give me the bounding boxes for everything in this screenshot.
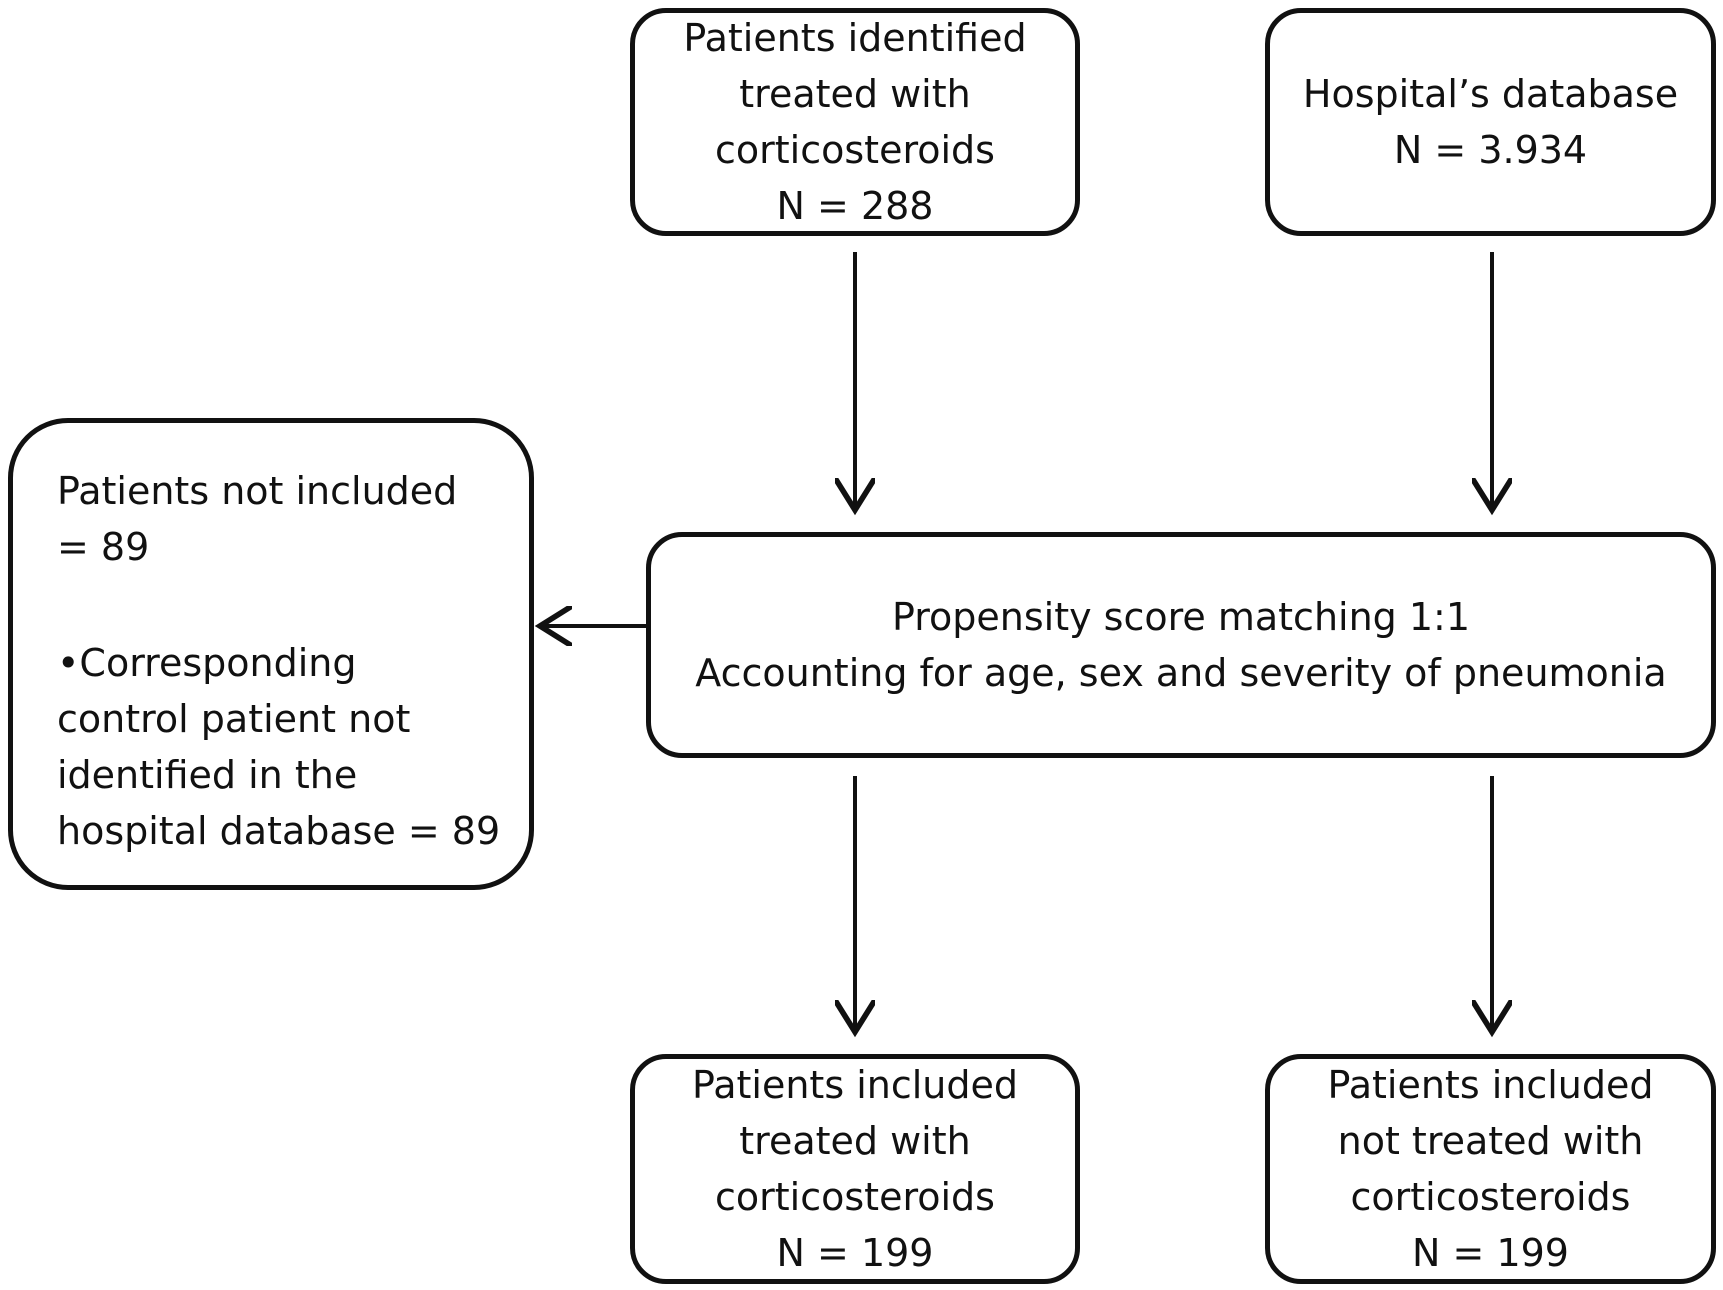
box-text-line: treated with	[739, 1119, 971, 1163]
box-text-line: corticosteroids	[715, 1175, 995, 1219]
box-count: N = 199	[1412, 1231, 1569, 1275]
box-text-line: •Corresponding	[57, 641, 357, 685]
box-text-line: Accounting for age, sex and severity of …	[695, 651, 1667, 695]
box-text-line: Propensity score matching 1:1	[891, 595, 1471, 639]
box-patients-not-included: Patients not included = 89 •Correspondin…	[8, 418, 534, 890]
box-count: = 89	[57, 525, 150, 569]
box-propensity-score-matching: Propensity score matching 1:1 Accounting…	[646, 532, 1716, 758]
box-text-line: identified in the	[57, 753, 358, 797]
box-count: N = 288	[776, 184, 934, 228]
box-count: N = 3.934	[1393, 128, 1588, 172]
box-text-line: hospital database = 89	[57, 809, 501, 853]
box-text-line: Hospital’s database	[1302, 72, 1679, 116]
box-patients-included-treated: Patients included treated with corticost…	[630, 1054, 1080, 1284]
box-text-line: Patients identified	[683, 16, 1027, 60]
box-text-line: corticosteroids	[1350, 1175, 1631, 1219]
box-text-line: not treated with	[1337, 1119, 1644, 1163]
box-text-line: Patients not included	[57, 469, 458, 513]
box-patients-identified-treated: Patients identified treated with cortico…	[630, 8, 1080, 236]
box-patients-included-not-treated: Patients included not treated with corti…	[1265, 1054, 1716, 1284]
box-count: N = 199	[776, 1231, 934, 1275]
box-text-line: treated with	[739, 72, 971, 116]
box-text-line: corticosteroids	[715, 128, 995, 172]
box-text-line: Patients included	[1327, 1063, 1654, 1107]
box-text-line: Patients included	[692, 1063, 1018, 1107]
box-hospital-database: Hospital’s database N = 3.934	[1265, 8, 1716, 236]
box-text-line: control patient not	[57, 697, 411, 741]
